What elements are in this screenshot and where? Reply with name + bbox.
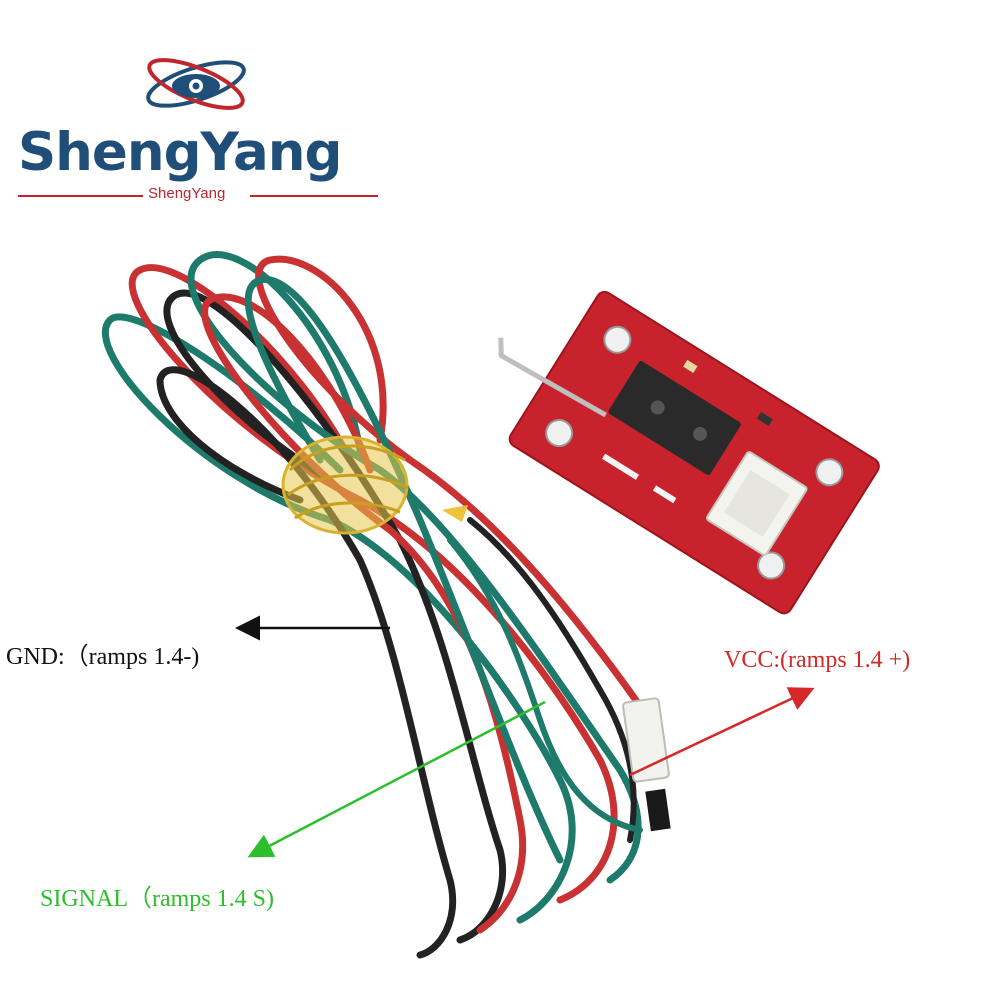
rubber-band [281,435,468,535]
brand-name: ShengYang [18,122,342,183]
signal-callout: SIGNAL（ramps 1.4 S) [40,886,274,912]
brand-subtitle: ShengYang [148,185,226,202]
signal-arrow [247,700,546,858]
vcc-callout: VCC:(ramps 1.4 +) [724,647,911,673]
vcc-arrow [629,687,815,777]
endstop-pcb [498,290,880,615]
gnd-callout: GND:（ramps 1.4-) [6,644,200,670]
brand-rule-right [250,195,378,197]
brand-rule-left [18,195,143,197]
